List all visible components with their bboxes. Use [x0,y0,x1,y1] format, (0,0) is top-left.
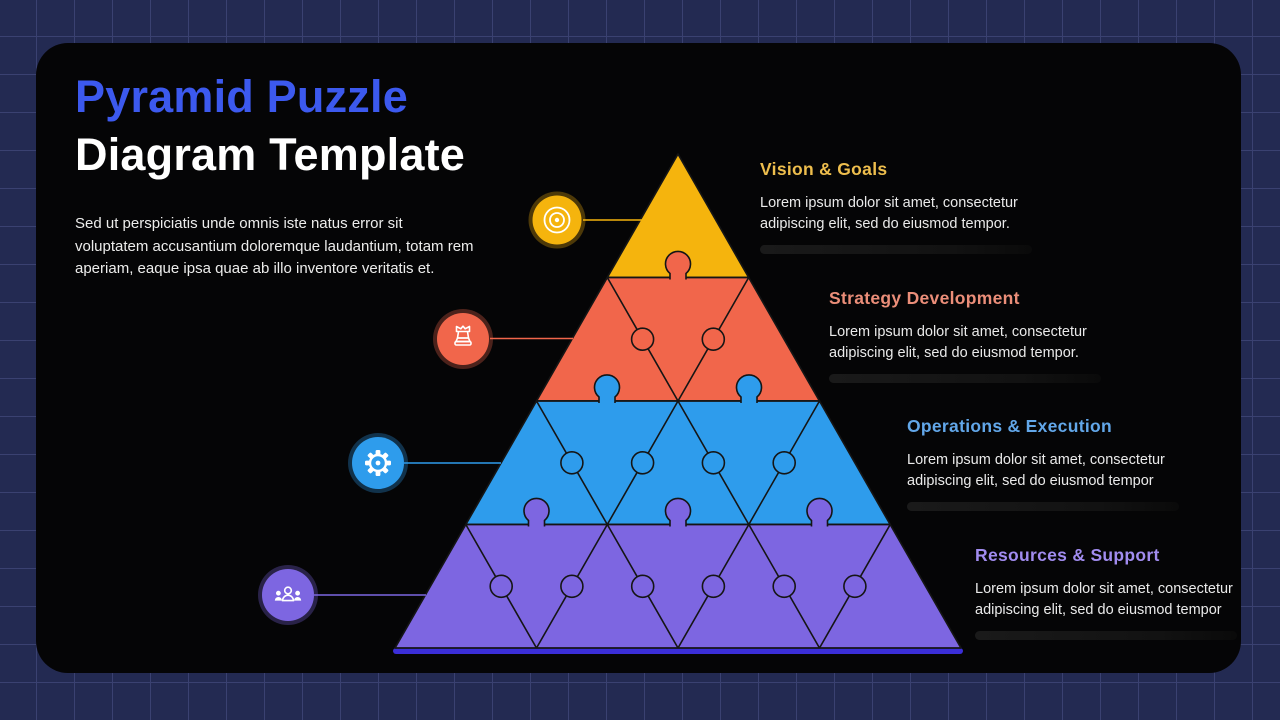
level-3-body: Lorem ipsum dolor sit amet, consectetur … [907,452,1165,489]
underline-bar [760,245,1032,254]
puzzle-joint [772,574,797,599]
puzzle-joint [701,574,726,599]
level-3-heading: Operations & Execution [907,416,1112,436]
puzzle-joint [489,574,514,599]
team-icon [258,565,318,625]
puzzle-joint [772,450,797,475]
level-4-body: Lorem ipsum dolor sit amet, consectetur … [975,581,1233,618]
slide-title-line2: Diagram Template [75,129,465,180]
underline-bar [975,631,1237,640]
puzzle-joint [630,327,655,352]
puzzle-knob [806,497,833,527]
puzzle-joint [560,574,584,599]
puzzle-joint [560,450,584,475]
level-4-heading: Resources & Support [975,545,1160,565]
level-4-text-block: Resources & Support Lorem ipsum dolor si… [975,545,1275,640]
level-1-heading: Vision & Goals [760,159,888,179]
puzzle-joint [701,327,726,352]
puzzle-knob [593,374,621,403]
slide-title: Pyramid Puzzle Diagram Template [75,68,465,184]
puzzle-joint [843,574,867,599]
pyramid-level-2-row [535,276,821,402]
level-2-heading: Strategy Development [829,288,1020,308]
underline-bar [829,374,1101,383]
slide-description: Sed ut perspiciatis unde omnis iste natu… [75,215,474,277]
slide-title-accent: Pyramid Puzzle [75,71,408,122]
level-1-text-block: Vision & Goals Lorem ipsum dolor sit ame… [760,159,1060,254]
pyramid-base-shadow [393,648,963,654]
icon-badge [437,313,489,365]
puzzle-joint [630,450,655,475]
connector-lines [314,219,644,596]
puzzle-knob [523,497,550,527]
puzzle-knob [664,497,692,527]
level-3-text-block: Operations & Execution Lorem ipsum dolor… [907,416,1207,511]
level-1-body: Lorem ipsum dolor sit amet, consectetur … [760,195,1018,232]
puzzle-knob [735,374,763,403]
puzzle-joint [701,450,726,475]
pyramid-level-4-row [394,523,962,649]
level-2-body: Lorem ipsum dolor sit amet, consectetur … [829,324,1087,361]
level-2-text-block: Strategy Development Lorem ipsum dolor s… [829,288,1129,383]
gear-icon [348,433,408,493]
target-icon [528,191,586,249]
puzzle-joint [630,574,655,599]
chess-strategy-icon [433,309,493,369]
puzzle-knob [664,250,692,280]
underline-bar [907,502,1179,511]
